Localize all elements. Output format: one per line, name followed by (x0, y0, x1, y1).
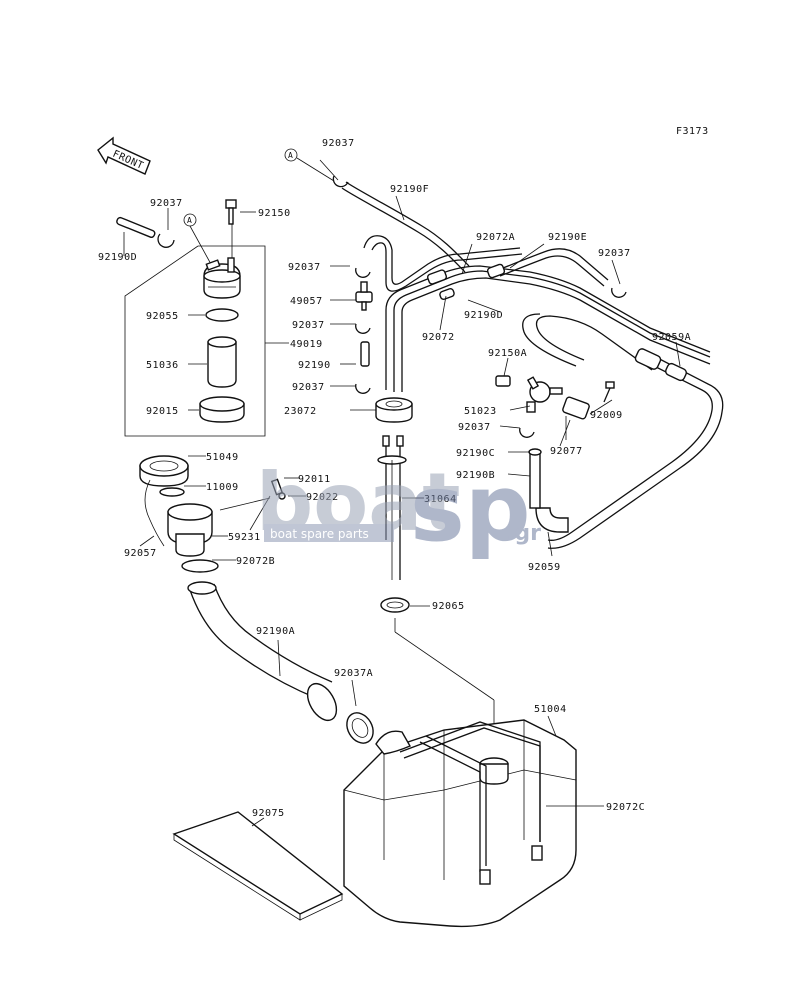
callout-92072: 92072 (422, 332, 455, 343)
screws-92011-92022 (270, 478, 286, 500)
nut-23072 (375, 397, 413, 423)
filler-neck-59231 (167, 503, 213, 557)
callout-92059: 92059 (528, 562, 561, 573)
callout-51023: 51023 (464, 406, 497, 417)
callout-92037-mid1: 92037 (288, 262, 321, 273)
callout-59231: 59231 (228, 532, 261, 543)
callout-92072a: 92072A (476, 232, 515, 243)
reference-marker-a-left: A (183, 213, 213, 267)
callout-92055: 92055 (146, 311, 179, 322)
callout-92037-mid4: 92037 (458, 422, 491, 433)
callout-92190: 92190 (298, 360, 331, 371)
fuel-tank-51004 (343, 719, 577, 928)
fitting-49057 (355, 281, 373, 311)
screw-92009 (603, 381, 615, 403)
elbow-92059 (528, 448, 569, 533)
callout-92037-left: 92037 (150, 198, 183, 209)
callout-51004: 51004 (534, 704, 567, 715)
callout-92037-mid3: 92037 (292, 382, 325, 393)
clip-92037-mid1 (355, 267, 371, 278)
hose-92059a (547, 359, 713, 541)
tube-92190d-left (116, 216, 156, 238)
callout-11009: 11009 (206, 482, 239, 493)
gasket-92065 (380, 597, 410, 613)
tube-92190 (360, 341, 370, 367)
straps-92072c (399, 721, 543, 885)
watermark-tagline: boat spare parts (270, 527, 369, 541)
clip-92037-right (611, 287, 627, 298)
callout-31064: 31064 (424, 494, 457, 505)
callout-92011: 92011 (298, 474, 331, 485)
callout-92150: 92150 (258, 208, 291, 219)
svg-text:A: A (187, 216, 192, 225)
figure-code: F3173 (676, 126, 709, 137)
clamp-92072a (426, 263, 506, 301)
callout-92190e: 92190E (548, 232, 587, 243)
clip-92037-mid2 (355, 323, 371, 334)
leader-lines (123, 195, 681, 827)
callout-51036: 51036 (146, 360, 179, 371)
pipe-bent-left (363, 235, 521, 285)
ring-nut-92015 (188, 396, 245, 423)
callout-92190a: 92190A (256, 626, 295, 637)
callout-92015: 92015 (146, 406, 179, 417)
svg-text:A: A (288, 151, 293, 160)
callout-92057: 92057 (124, 548, 157, 559)
callout-92077: 92077 (550, 446, 583, 457)
callout-92037-right: 92037 (598, 248, 631, 259)
clip-92037-top (332, 175, 349, 188)
pad-92075 (172, 811, 344, 921)
callout-51049: 51049 (206, 452, 239, 463)
hose-clamp-92037a (346, 712, 374, 744)
assembly-bracket-49019 (124, 245, 266, 437)
watermark-suffix: .gr (506, 521, 541, 546)
callout-92037a: 92037A (334, 668, 373, 679)
callout-92065: 92065 (432, 601, 465, 612)
bolt-92150 (225, 199, 256, 258)
filter-element-51036 (188, 336, 237, 388)
filler-cap-51049 (139, 455, 189, 487)
callout-49057: 49057 (290, 296, 323, 307)
callout-labels: 92037 92190F 92037 92150 92190D 92072A 9… (98, 138, 691, 819)
o-ring-92055 (205, 308, 239, 322)
filter-92077 (562, 396, 590, 440)
reference-marker-a-top: A (284, 148, 335, 182)
callout-49019: 49019 (290, 339, 323, 350)
callout-23072: 23072 (284, 406, 317, 417)
clip-92037-left (157, 233, 175, 248)
clip-92037-mid4 (519, 427, 535, 438)
callout-92190b: 92190B (456, 470, 495, 481)
callout-92190d-left: 92190D (98, 252, 137, 263)
valve-51023 (495, 375, 563, 413)
callout-92150a: 92150A (488, 348, 527, 359)
callout-92075: 92075 (252, 808, 285, 819)
callout-92037-mid2: 92037 (292, 320, 325, 331)
callout-92072b: 92072B (236, 556, 275, 567)
hose-92190a (187, 581, 338, 722)
callout-92037-top: 92037 (322, 138, 355, 149)
hose-92190f (341, 187, 466, 273)
watermark-brand-b: sp (410, 455, 531, 562)
callout-92072c: 92072C (606, 802, 645, 813)
callout-92009: 92009 (590, 410, 623, 421)
filter-cap-part (203, 257, 241, 299)
callout-92022: 92022 (306, 492, 339, 503)
callout-92190f: 92190F (390, 184, 429, 195)
callout-92059a: 92059A (652, 332, 691, 343)
fuel-pickup-31064 (377, 435, 407, 580)
clip-92037-mid3 (355, 383, 371, 394)
front-arrow-icon: FRONT (97, 136, 151, 175)
tether-92057 (144, 479, 165, 547)
watermark-logo: boat sp boat spare parts .gr (256, 455, 541, 562)
gasket-11009 (159, 487, 185, 497)
clamp-92072b (181, 559, 219, 573)
hose-92190e (497, 248, 609, 281)
callout-92190d-right: 92190D (464, 310, 503, 321)
callout-92190c: 92190C (456, 448, 495, 459)
